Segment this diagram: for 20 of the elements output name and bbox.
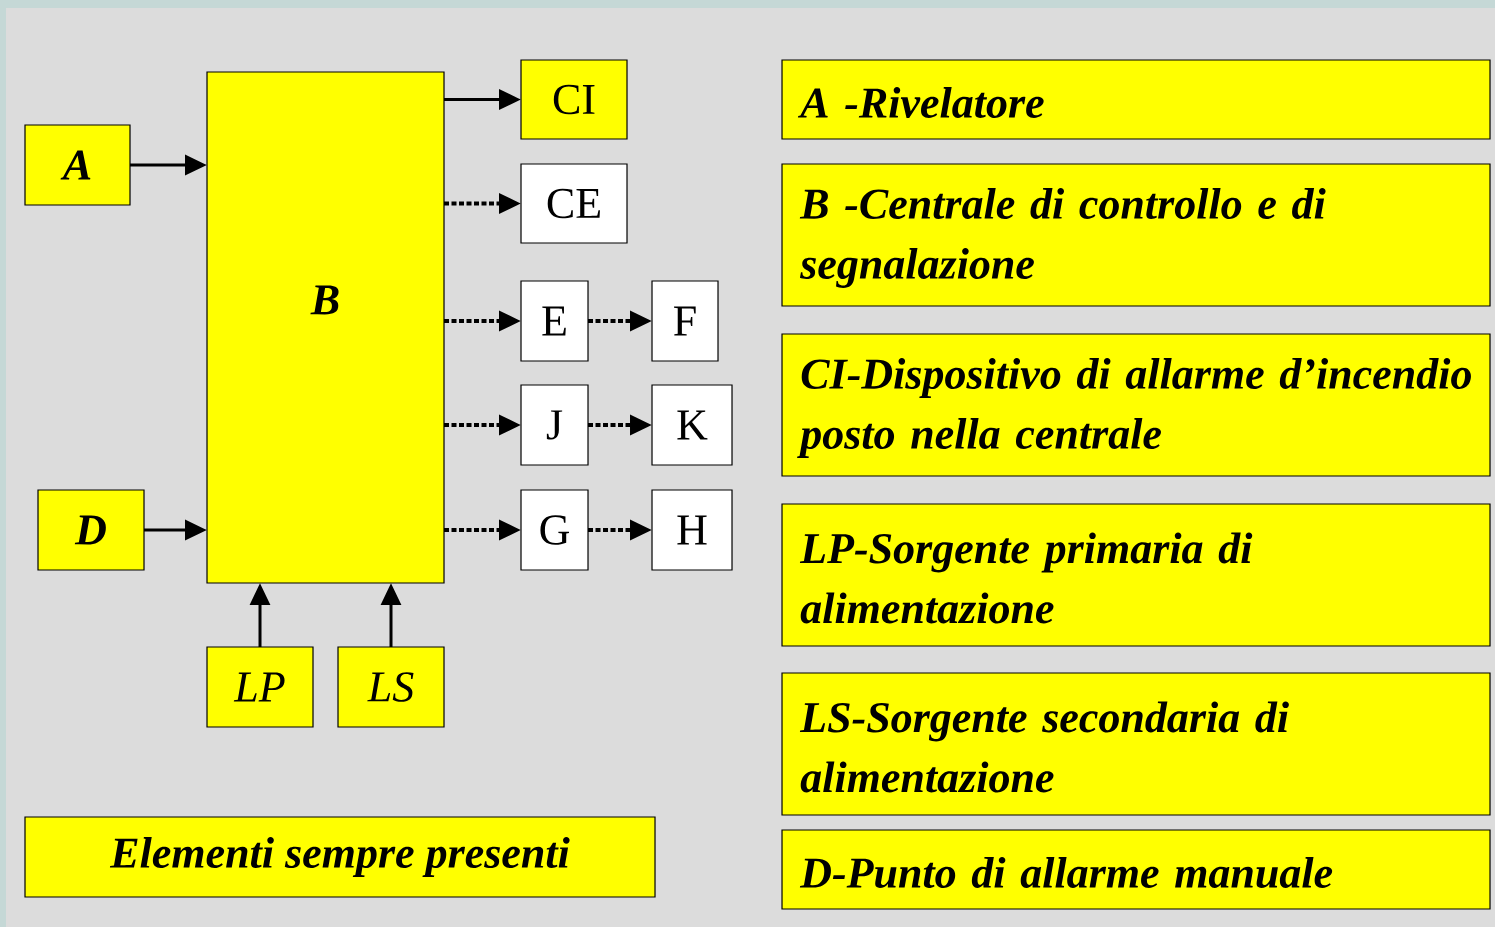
label-box: J xyxy=(520,384,589,466)
label-box: LS xyxy=(337,646,445,728)
label-box: F xyxy=(651,280,719,362)
control-unit-box: B xyxy=(206,71,445,584)
label-box: CE xyxy=(520,163,628,244)
label-box: H xyxy=(651,489,733,571)
label-box: D xyxy=(37,489,145,571)
legend-text-box: LS-Sorgente secondaria di alimentazione xyxy=(781,672,1491,816)
legend-text-box: LP-Sorgente primaria di alimentazione xyxy=(781,503,1491,647)
label-box: Elementi sempre presenti xyxy=(24,816,656,898)
legend-text-box: B -Centrale di controllo e di segnalazione xyxy=(781,163,1491,307)
label-box: E xyxy=(520,280,589,362)
legend-text-box: CI-Dispositivo di allarme d’incendio posto nella centrale xyxy=(781,333,1491,477)
label-box: LP xyxy=(206,646,314,728)
label-box: A xyxy=(24,124,131,206)
label-box: G xyxy=(520,489,589,571)
label-box: CI xyxy=(520,59,628,140)
legend-text-box: D-Punto di allarme manuale xyxy=(781,829,1491,910)
legend-text-box: A -Rivelatore xyxy=(781,59,1491,140)
label-box: K xyxy=(651,384,733,466)
